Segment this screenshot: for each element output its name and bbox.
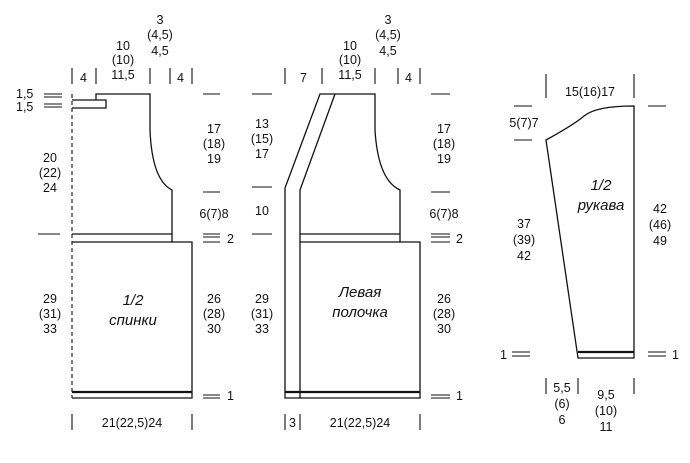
sleeve-cuff-marker-left: 1 — [500, 348, 507, 362]
front-body-left-3: 33 — [255, 322, 269, 336]
back-body-right-1: 26 — [207, 292, 221, 306]
sleeve-cap-height: 5(7)7 — [509, 116, 538, 130]
back-top-width-a: 4 — [80, 71, 87, 85]
back-title-2: спинки — [109, 312, 157, 329]
back-bottom-width: 21(22,5)24 — [102, 416, 163, 430]
sleeve-length-left-2: (39) — [513, 233, 535, 247]
sleeve-bottom-b-3: 11 — [600, 420, 613, 434]
front-armhole-3: 19 — [437, 152, 451, 166]
back-shoulder-width-3: 4,5 — [151, 44, 168, 58]
front-placket-line — [299, 93, 336, 398]
sleeve-title-1: 1/2 — [591, 177, 613, 194]
back-body-right-3: 30 — [207, 322, 221, 336]
front-neck-lower: 10 — [255, 204, 269, 218]
front-piece: 7 10 (10) 11,5 3 (4,5) 4,5 4 13 (15) 17 … — [251, 13, 463, 430]
front-rib-marker: 2 — [456, 232, 463, 246]
back-outline — [72, 93, 193, 399]
back-armhole-2: (18) — [203, 137, 225, 151]
front-shoulder-width-2: (4,5) — [375, 28, 401, 42]
sleeve-top-width: 15(16)17 — [565, 85, 615, 99]
front-top-width-b: 4 — [405, 71, 412, 85]
front-armhole-1: 17 — [437, 122, 451, 136]
sleeve-cuff-marker-right: 1 — [672, 348, 679, 362]
sleeve-length-left-1: 37 — [517, 217, 531, 231]
front-title-2: полочка — [332, 304, 388, 321]
front-armhole-lower: 6(7)8 — [429, 207, 458, 221]
front-neck-height-2: (15) — [251, 132, 273, 146]
back-step-2: 1,5 — [16, 100, 33, 114]
sleeve-piece: 15(16)17 5(7)7 37 (39) 42 42 (46) 49 1 1… — [500, 74, 679, 434]
sleeve-bottom-a-3: 6 — [559, 413, 566, 427]
back-neck-width-1: 10 — [116, 39, 130, 53]
front-outline — [284, 93, 421, 399]
back-neck-width-2: (10) — [112, 53, 134, 67]
front-neck-height-1: 13 — [255, 117, 269, 131]
front-neck-width-2: (10) — [339, 53, 361, 67]
back-step-1: 1,5 — [16, 87, 33, 101]
sleeve-bottom-b-1: 9,5 — [597, 388, 614, 402]
front-neck-width-1: 10 — [343, 39, 357, 53]
back-body-left-1: 29 — [43, 292, 57, 306]
back-left-height-3: 24 — [43, 181, 57, 195]
front-hem-marker: 1 — [456, 389, 463, 403]
front-title-1: Левая — [338, 284, 381, 301]
back-hem-marker: 1 — [227, 389, 234, 403]
front-body-right-2: (28) — [433, 307, 455, 321]
front-shoulder-width-1: 3 — [385, 13, 392, 27]
front-body-right-3: 30 — [437, 322, 451, 336]
back-body-left-3: 33 — [43, 322, 57, 336]
back-title-1: 1/2 — [123, 292, 145, 309]
back-left-height-1: 20 — [43, 151, 57, 165]
sleeve-bottom-a-2: (6) — [554, 397, 569, 411]
front-body-left-1: 29 — [255, 292, 269, 306]
sleeve-length-right-3: 49 — [653, 234, 667, 248]
back-shoulder-width-1: 3 — [157, 13, 164, 27]
sleeve-length-right-1: 42 — [653, 202, 667, 216]
back-shoulder-width-2: (4,5) — [147, 28, 173, 42]
front-armhole-2: (18) — [433, 137, 455, 151]
sleeve-length-left-3: 42 — [517, 249, 531, 263]
sleeve-bottom-b-2: (10) — [595, 404, 617, 418]
back-body-left-2: (31) — [39, 307, 61, 321]
front-shoulder-width-3: 4,5 — [379, 44, 396, 58]
back-armhole-lower: 6(7)8 — [199, 207, 228, 221]
front-body-right-1: 26 — [437, 292, 451, 306]
back-rib-marker: 2 — [227, 232, 234, 246]
sleeve-title-2: рукава — [577, 197, 625, 214]
front-neck-height-3: 17 — [255, 147, 269, 161]
front-top-width-a: 7 — [300, 71, 307, 85]
sleeve-bottom-a-1: 5,5 — [553, 381, 570, 395]
back-armhole-3: 19 — [207, 152, 221, 166]
sleeve-outline — [545, 105, 635, 359]
front-neck-width-3: 11,5 — [338, 68, 361, 82]
front-placket-width: 3 — [289, 416, 296, 430]
back-body-right-2: (28) — [203, 307, 225, 321]
back-armhole-1: 17 — [207, 122, 221, 136]
back-piece: 4 10 (10) 11,5 3 (4,5) 4,5 4 1,5 1,5 20 … — [16, 13, 234, 430]
front-body-left-2: (31) — [251, 307, 273, 321]
front-bottom-width: 21(22,5)24 — [330, 416, 391, 430]
back-top-width-b: 4 — [177, 71, 184, 85]
back-left-height-2: (22) — [39, 166, 61, 180]
back-neck-width-3: 11,5 — [111, 68, 134, 82]
sleeve-length-right-2: (46) — [649, 218, 671, 232]
